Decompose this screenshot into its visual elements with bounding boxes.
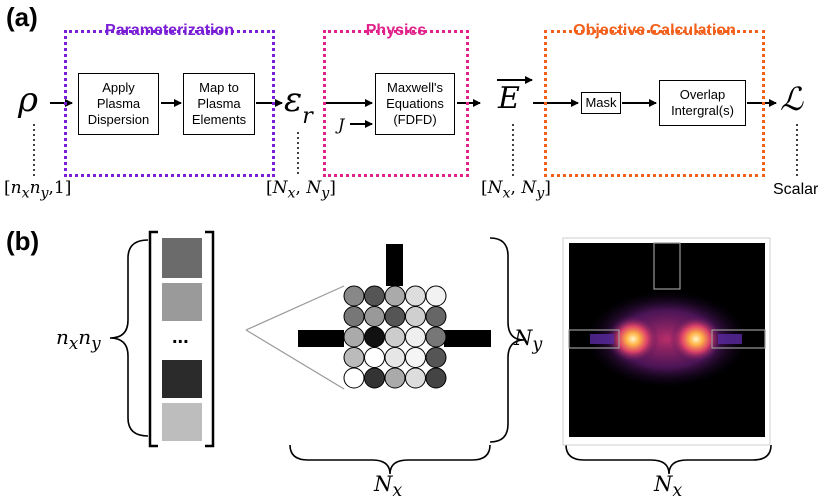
- vector-cell-2: [162, 283, 202, 321]
- design-pixel-2-2: [384, 326, 406, 348]
- design-pixel-3-4: [425, 347, 447, 368]
- dim-L: Scalar: [773, 181, 819, 198]
- design-pixel-0-4: [425, 285, 447, 307]
- vector-bracket-left: [148, 230, 158, 448]
- design-pixel-4-1: [364, 367, 385, 389]
- ny-brace: [489, 237, 525, 443]
- box-apply-plasma-dispersion: Apply Plasma Dispersion: [78, 73, 159, 135]
- vector-ellipsis: ...: [172, 326, 189, 348]
- vector-cell-3: [162, 360, 202, 398]
- zoom-line-top: [245, 285, 345, 331]
- waveguide-top: [386, 244, 403, 286]
- design-pixel-1-1: [364, 306, 385, 327]
- vector-cell-1: [162, 238, 202, 278]
- design-pixel-3-3: [405, 347, 426, 368]
- design-pixel-0-1: [364, 285, 385, 307]
- dim-epsilon: [Nx, Ny]: [266, 178, 336, 202]
- design-pixel-0-3: [405, 285, 426, 307]
- field-waveguide-left: [568, 329, 620, 349]
- design-circle-grid: [343, 285, 447, 389]
- design-pixel-1-2: [384, 306, 406, 327]
- symbol-epsilon-sub: r: [302, 104, 313, 129]
- label-nx-right: Nx: [654, 472, 683, 502]
- field-waveguide-top: [653, 242, 681, 290]
- nx-brace-left: [289, 444, 491, 475]
- field-hotspot-left: [607, 315, 659, 363]
- design-pixel-1-0: [343, 306, 365, 327]
- design-pixel-1-4: [425, 306, 447, 327]
- field-source-left: [590, 334, 614, 344]
- symbol-E: E: [498, 81, 520, 116]
- group-title-parameterization: Parameterization: [105, 22, 234, 39]
- panel-b-label: (b): [6, 226, 40, 256]
- waveguide-right: [444, 330, 491, 347]
- field-waveguide-right: [711, 329, 766, 349]
- design-pixel-2-3: [405, 326, 426, 348]
- group-objective-calculation: [544, 30, 765, 177]
- design-pixel-3-2: [384, 347, 406, 368]
- design-pixel-1-3: [405, 306, 426, 327]
- box-map-to-plasma-elements: Map to Plasma Elements: [183, 73, 255, 135]
- nx-brace-right: [565, 444, 772, 475]
- label-ny: Ny: [514, 326, 543, 356]
- symbol-script-L: ℒ: [780, 80, 804, 118]
- design-pixel-3-0: [343, 347, 365, 368]
- symbol-rho: ρ: [18, 80, 38, 120]
- group-title-objective-calculation: Objective Calculation: [573, 22, 736, 39]
- design-pixel-4-3: [405, 367, 426, 389]
- vector-brace: [109, 239, 149, 437]
- dim-rho: [nxny,1]: [4, 178, 72, 202]
- panel-a-label: (a): [6, 2, 38, 32]
- design-pixel-0-2: [384, 285, 406, 307]
- group-physics: [323, 30, 469, 177]
- dim-E: [Nx, Ny]: [481, 178, 551, 202]
- label-nxny: nxny: [56, 325, 101, 353]
- field-hotspot-right: [670, 315, 722, 363]
- design-pixel-4-0: [343, 367, 365, 389]
- box-overlap-integrals: Overlap Intergral(s): [659, 80, 746, 126]
- vector-bracket-right: [205, 230, 215, 448]
- zoom-line-bottom: [245, 329, 345, 390]
- box-maxwells-equations: Maxwell's Equations (FDFD): [375, 73, 455, 135]
- vector-cell-4: [162, 403, 202, 441]
- design-pixel-2-4: [425, 326, 447, 348]
- design-pixel-4-2: [384, 367, 406, 389]
- design-pixel-2-0: [343, 326, 365, 348]
- waveguide-left: [298, 330, 344, 347]
- design-pixel-0-0: [343, 285, 365, 307]
- symbol-J: J: [338, 115, 345, 134]
- symbol-epsilon: εr: [284, 80, 313, 129]
- box-mask: Mask: [581, 92, 621, 114]
- label-nx-left: Nx: [374, 472, 403, 502]
- design-pixel-4-4: [425, 367, 447, 389]
- group-parameterization: [64, 30, 275, 177]
- group-title-physics: Physics: [365, 22, 427, 39]
- field-source-right: [718, 334, 742, 344]
- design-pixel-3-1: [364, 347, 385, 368]
- design-pixel-2-1: [364, 326, 385, 348]
- field-glow-mid: [587, 291, 747, 387]
